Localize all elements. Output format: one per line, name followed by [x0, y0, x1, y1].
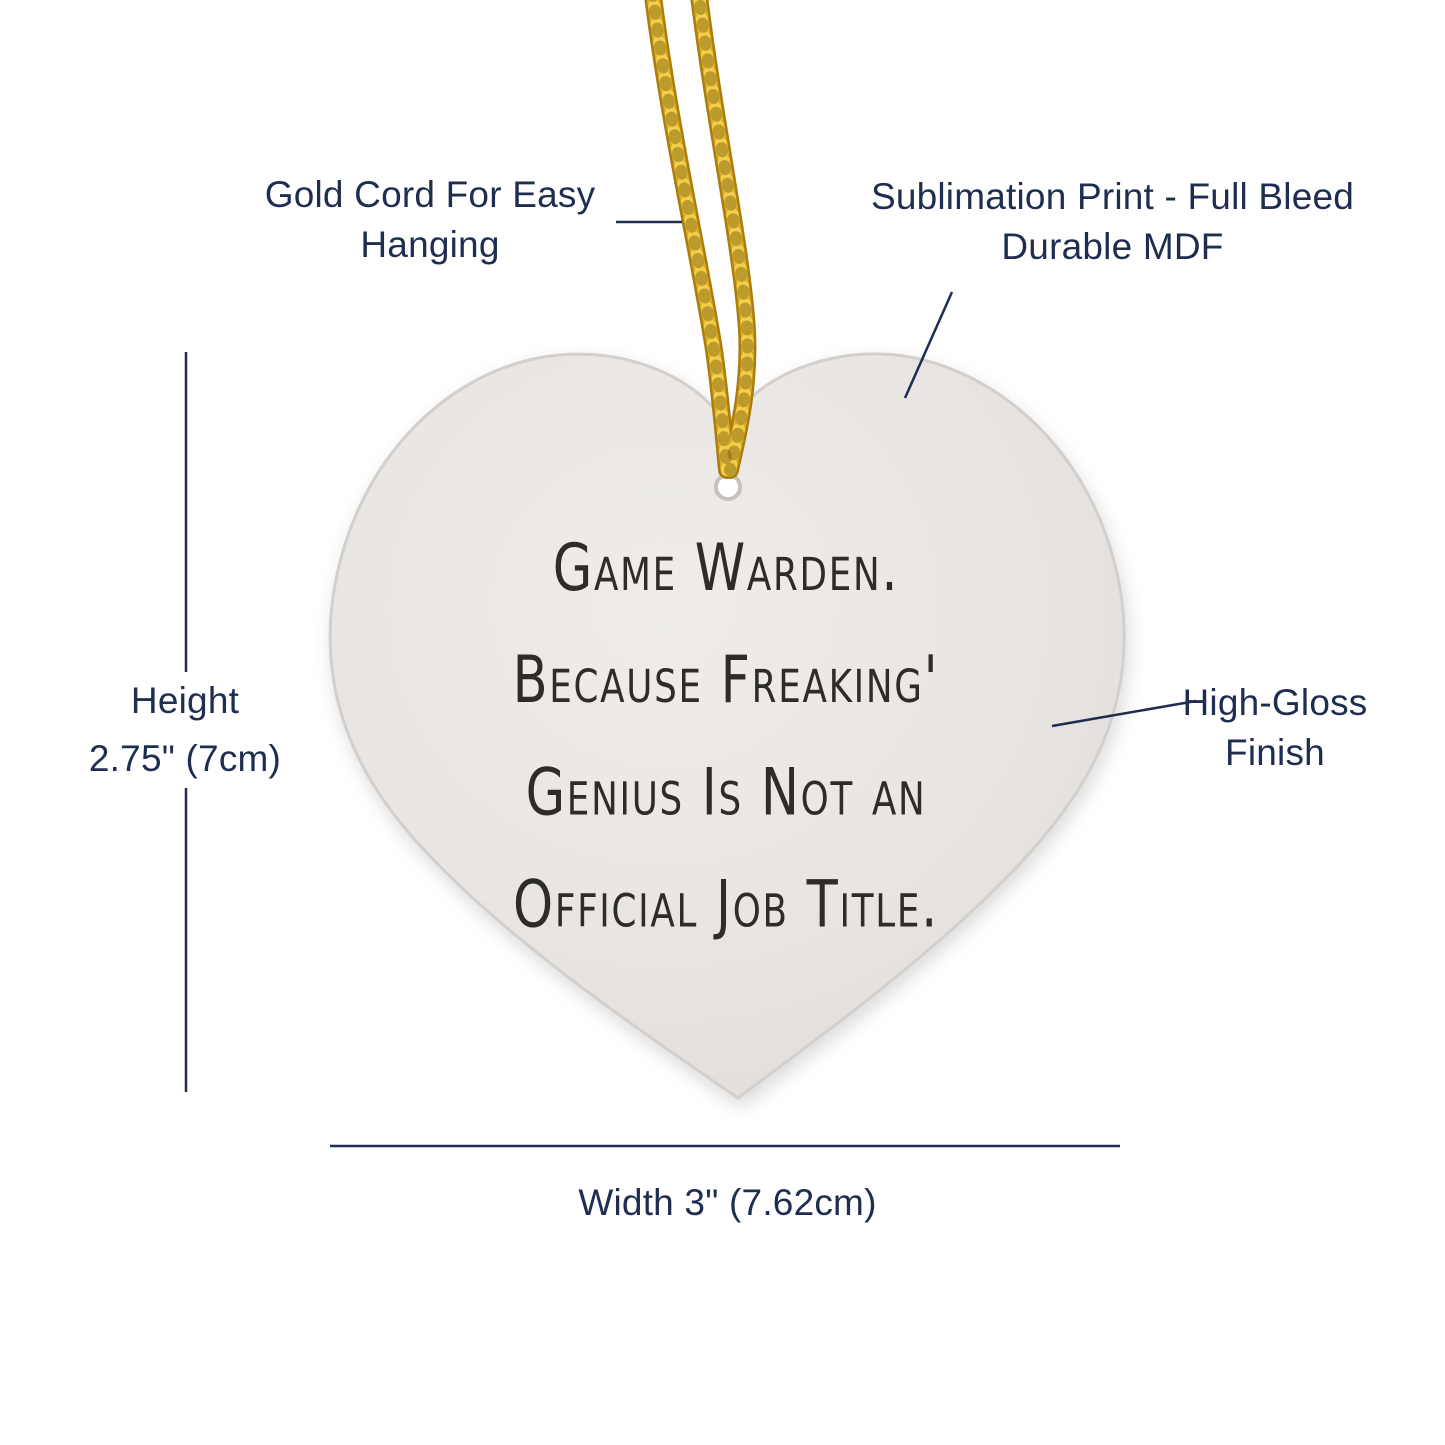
quote-line: Because Freaking' [512, 642, 940, 719]
annotation-width: Width 3" (7.62cm) [480, 1178, 975, 1228]
annotation-text: Width 3" (7.62cm) [578, 1182, 877, 1223]
annotation-sublimation-print: Sublimation Print - Full Bleed Durable M… [840, 172, 1385, 272]
annotation-text: Gold Cord For Easy [264, 174, 596, 215]
leader-line-print [903, 291, 954, 399]
annotation-text: Durable MDF [1001, 226, 1224, 267]
ornament-quote: Game Warden. Because Freaking' Genius Is… [454, 512, 998, 961]
annotation-text: Sublimation Print - Full Bleed [870, 176, 1355, 217]
annotation-text: Hanging [360, 224, 500, 265]
annotation-gold-cord: Gold Cord For Easy Hanging [225, 170, 635, 270]
leader-line-gloss [1051, 699, 1197, 728]
annotation-text: High-Gloss [1182, 682, 1368, 723]
quote-line: Official Job Title. [512, 867, 940, 943]
quote-line: Genius Is Not an [525, 755, 927, 831]
annotation-text: Finish [1225, 732, 1325, 773]
annotation-height: Height 2.75" (7cm) [60, 672, 310, 788]
annotation-high-gloss: High-Gloss Finish [1180, 678, 1370, 778]
heart-ornament-shape [328, 352, 1126, 1100]
gold-cord [644, 0, 757, 479]
annotation-text: 2.75" (7cm) [78, 730, 292, 788]
quote-line: Game Warden. [552, 530, 900, 606]
annotation-text: Height [120, 672, 250, 730]
